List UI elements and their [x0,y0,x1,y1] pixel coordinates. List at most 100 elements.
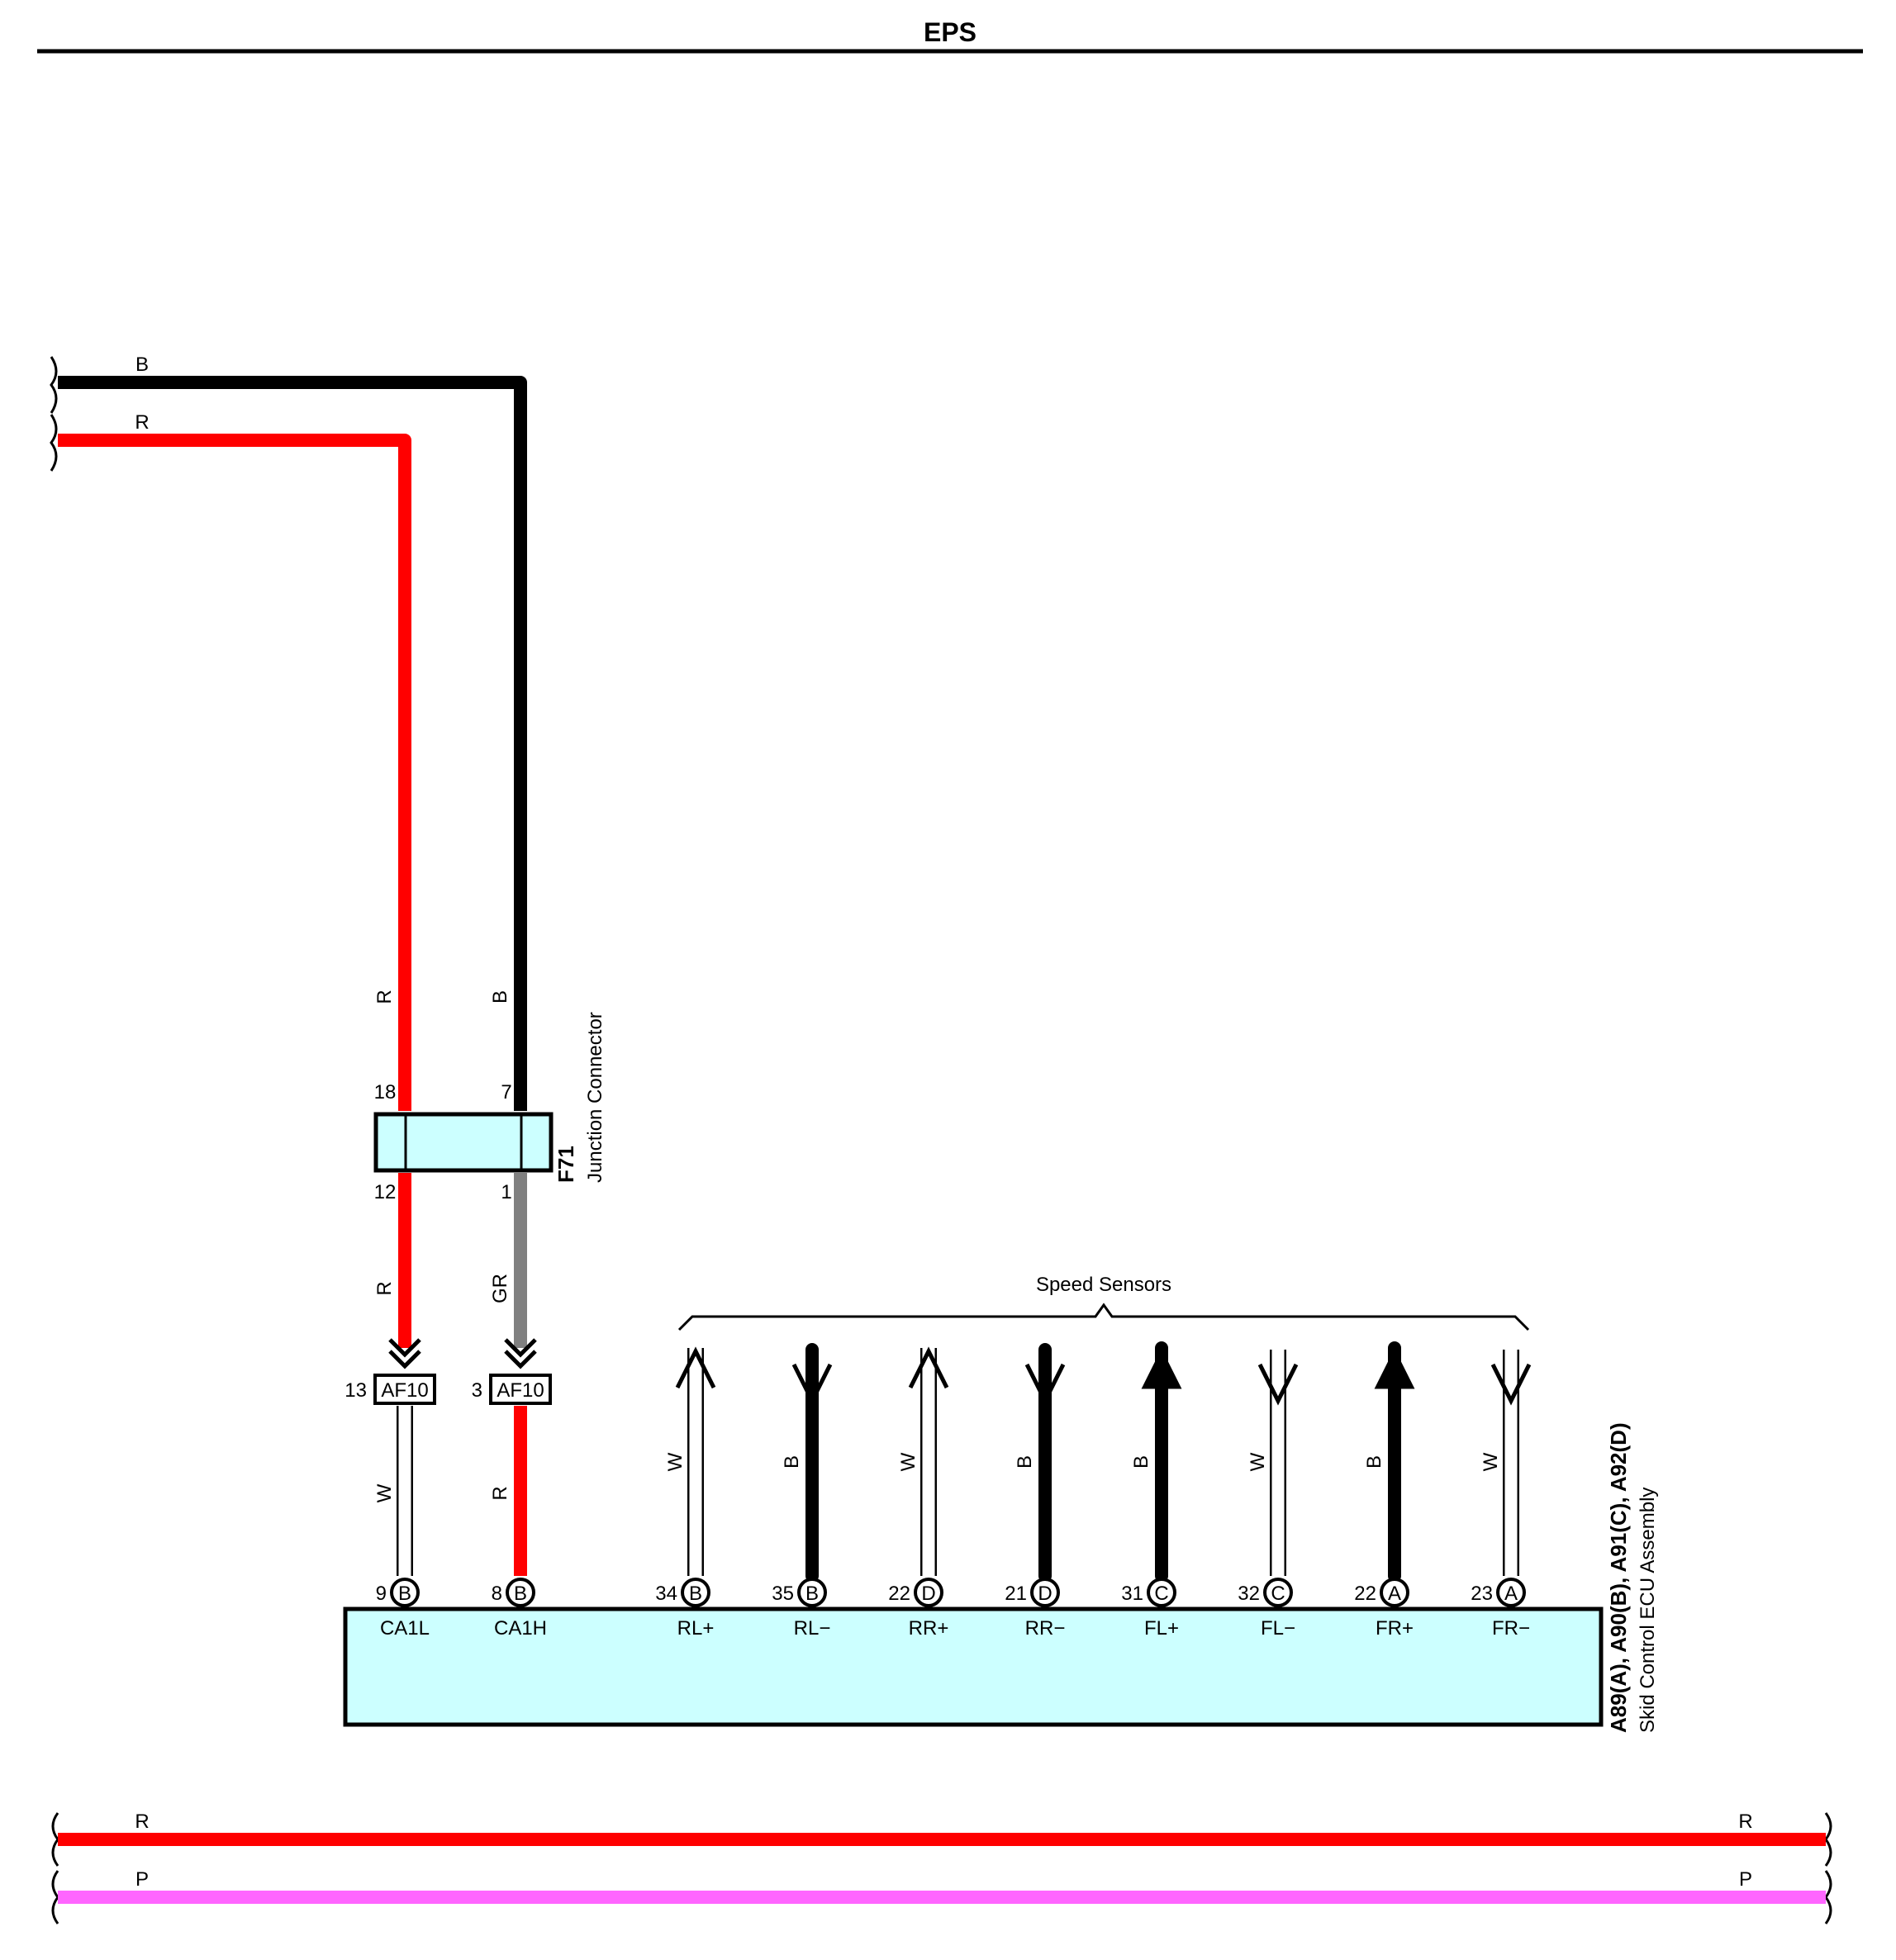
ecu-pin-label: FR+ [1376,1617,1414,1640]
speed-sensors-bracket [677,1303,1530,1331]
ecu-pin-number: 22 [1354,1583,1376,1605]
ecu-code: A89(A), A90(B), A91(C), A92(D) [1606,1422,1631,1733]
arrow-head [1490,1363,1532,1406]
jc-name: Junction Connector [584,1012,606,1183]
ecu-name: Skid Control ECU Assembly [1637,1488,1659,1733]
junction-connector-f71: 18 7 12 1 F71 Junction Connector [373,1012,606,1203]
af10-right-pin: 3 [472,1379,482,1402]
bottom-wire-r-label-right: R [1738,1811,1752,1833]
speed-sensor-wire-2: B [781,1343,833,1583]
ecu-pin-circle [1380,1578,1409,1607]
ecu-pin-label: CA1H [494,1617,547,1640]
ecu-pin-label: RL+ [677,1617,715,1640]
bottom-wire-r-label-left: R [135,1811,149,1833]
bottom-wire-p: P P [51,1868,1832,1924]
ecu-pins: B9CA1LB8CA1HB34RL+B35RL−D22RR+D21RR−C31F… [376,1578,1530,1640]
ecu-pin-connector: A [1388,1583,1401,1605]
bottom-wire-p-label-left: P [135,1868,149,1891]
jc-lower-left-wire-label: R [373,1281,396,1295]
speed-sensor-wire-1: W [664,1346,716,1576]
top-wire-b-label: B [135,354,149,376]
jc-code: F71 [554,1146,578,1183]
ecu-pin-circle [797,1578,827,1607]
ecu-pin-number: 8 [492,1583,502,1605]
af10-left-wire-label: W [373,1483,396,1502]
jc-pin-bottom-left: 12 [374,1181,397,1203]
top-wire-r: R [50,411,411,1111]
ecu-pin-label: CA1L [380,1617,430,1640]
arrow-head [791,1363,833,1406]
ecu-pin-connector: D [1038,1583,1052,1605]
jc-upper-left-wire-label: R [373,989,396,1004]
ecu-pin-number: 22 [888,1583,910,1605]
ecu-pin-number: 32 [1238,1583,1260,1605]
arrow-head [675,1346,716,1389]
af10-left-pin: 13 [345,1379,367,1402]
skid-control-ecu: A89(A), A90(B), A91(C), A92(D) Skid Cont… [343,1422,1659,1733]
speed-sensor-wire-label: B [1014,1455,1036,1469]
ecu-pin-circle [390,1578,420,1607]
ecu-pin-connector: C [1271,1583,1285,1605]
arrow-head [1024,1363,1066,1406]
jc-pin-top-left: 18 [374,1081,397,1103]
ecu-pin-circle [1496,1578,1526,1607]
ecu-pin-circle [1263,1578,1293,1607]
ecu-pin-connector: B [689,1583,702,1605]
ecu-pin-connector: B [805,1583,819,1605]
ecu-pin-circle [506,1578,535,1607]
af10-connector-left: AF10 13 [345,1374,436,1405]
top-wire-b: B [50,354,527,1111]
af10-right-wire-label: R [489,1486,511,1500]
af10-left-chevrons [388,1338,421,1369]
speed-sensor-wire-label: B [781,1455,803,1469]
bottom-wire-p-label-right: P [1739,1868,1752,1891]
arrow-head [1374,1348,1415,1389]
ecu-pin-circle [1147,1578,1176,1607]
ecu-pin-connector: B [514,1583,527,1605]
ecu-pin-number: 21 [1005,1583,1027,1605]
ecu-pin-label: RL− [794,1617,831,1640]
speed-sensor-wire-4: B [1014,1343,1066,1583]
page-title: EPS [924,17,977,47]
speed-sensor-wire-label: W [664,1452,687,1471]
speed-sensor-wire-5: B [1130,1341,1182,1583]
speed-sensor-wire-7: B [1363,1341,1415,1583]
af10-right-label: AF10 [497,1379,544,1402]
ecu-pin-number: 35 [772,1583,794,1605]
ecu-pin-connector: B [398,1583,411,1605]
jc-upper-right-wire-label: B [489,990,511,1004]
arrow-head [908,1346,949,1389]
ecu-pin-label: FL− [1261,1617,1295,1640]
speed-sensor-wire-label: B [1363,1455,1385,1469]
speed-sensor-wire-label: W [1247,1452,1269,1471]
ecu-pin-number: 9 [376,1583,387,1605]
ecu-pin-label: FR− [1492,1617,1530,1640]
arrow-head [1257,1363,1299,1406]
speed-sensor-wire-3: W [897,1346,949,1576]
ecu-pin-label: RR+ [909,1617,949,1640]
ecu-pin-label: RR− [1025,1617,1066,1640]
speed-sensor-wire-8: W [1480,1350,1532,1576]
ecu-pin-connector: C [1154,1583,1168,1605]
ecu-pin-number: 34 [655,1583,677,1605]
ecu-pin-label: FL+ [1144,1617,1179,1640]
ecu-pin-number: 23 [1471,1583,1493,1605]
jc-pin-top-right: 7 [501,1081,511,1103]
jc-pin-bottom-right: 1 [501,1181,511,1203]
arrow-head [1141,1348,1182,1389]
af10-left-label: AF10 [381,1379,428,1402]
jc-lower-right-wire-label: GR [489,1274,511,1303]
ecu-pin-connector: A [1504,1583,1518,1605]
ecu-pin-connector: D [921,1583,935,1605]
top-wire-r-label: R [135,411,149,434]
ecu-pin-number: 31 [1121,1583,1143,1605]
